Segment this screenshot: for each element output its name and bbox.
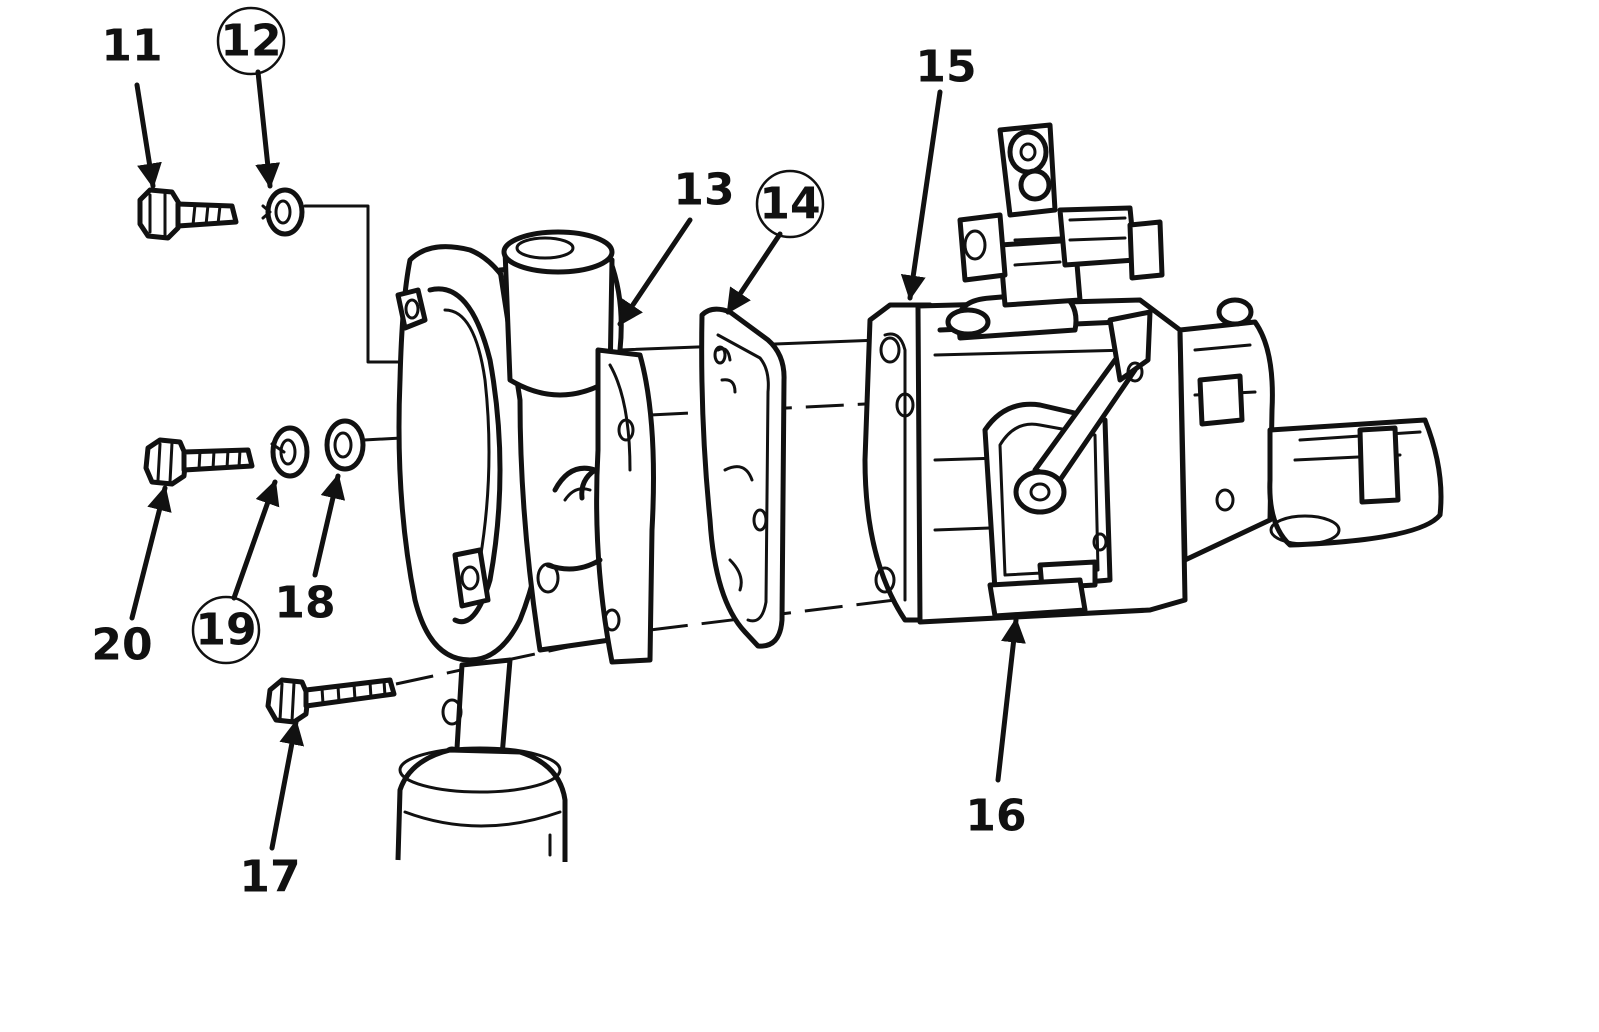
- callout-15: 15: [915, 42, 976, 93]
- callout-label-14: 14: [759, 179, 820, 230]
- callout-11: 11: [101, 21, 162, 72]
- leader-arrow-11: [134, 82, 162, 189]
- part-11-bolt: [137, 187, 239, 241]
- callout-label-16: 16: [965, 791, 1026, 842]
- callout-label-11: 11: [101, 21, 162, 72]
- leader-arrow-12: [255, 69, 281, 189]
- leader-arrow-16: [995, 617, 1026, 783]
- callout-label-15: 15: [915, 42, 976, 93]
- callout-12: 12: [216, 6, 286, 76]
- leader-arrow-15: [900, 89, 943, 301]
- part-19-lock-washer: [270, 425, 310, 479]
- part-16-transmission-case: [862, 297, 1444, 625]
- leader-arrow-13: [617, 217, 693, 327]
- leader-arrow-19: [231, 479, 280, 601]
- callout-19: 19: [191, 595, 261, 665]
- callout-13: 13: [673, 165, 734, 216]
- callout-14: 14: [755, 169, 825, 239]
- leader-arrow-14: [725, 231, 783, 315]
- part-18-flat-washer: [324, 418, 366, 472]
- callout-circle-12: [216, 6, 286, 76]
- part-15-top-cover: [945, 122, 1165, 341]
- lower-column-tube: [395, 746, 568, 862]
- callout-17: 17: [239, 852, 300, 903]
- callout-circle-19: [191, 595, 261, 665]
- part-12-washer: [261, 187, 305, 237]
- callout-circle-14: [755, 169, 825, 239]
- part-20-bolt: [143, 437, 255, 487]
- callout-20: 20: [91, 620, 152, 671]
- callout-label-12: 12: [220, 16, 281, 67]
- leader-arrow-17: [269, 719, 305, 851]
- callout-16: 16: [965, 791, 1026, 842]
- callout-label-17: 17: [239, 852, 300, 903]
- leader-arrow-18: [312, 473, 346, 578]
- callout-label-19: 19: [195, 605, 256, 656]
- callout-label-18: 18: [274, 578, 335, 629]
- part-17-bolt: [265, 677, 397, 725]
- callout-label-20: 20: [91, 620, 152, 671]
- callout-label-13: 13: [673, 165, 734, 216]
- part-14-gasket: [699, 306, 787, 649]
- part-13-adapter-housing: [395, 229, 656, 785]
- assembly-leader-line-12: [303, 204, 412, 364]
- leader-arrow-20: [129, 485, 172, 621]
- callout-18: 18: [274, 578, 335, 629]
